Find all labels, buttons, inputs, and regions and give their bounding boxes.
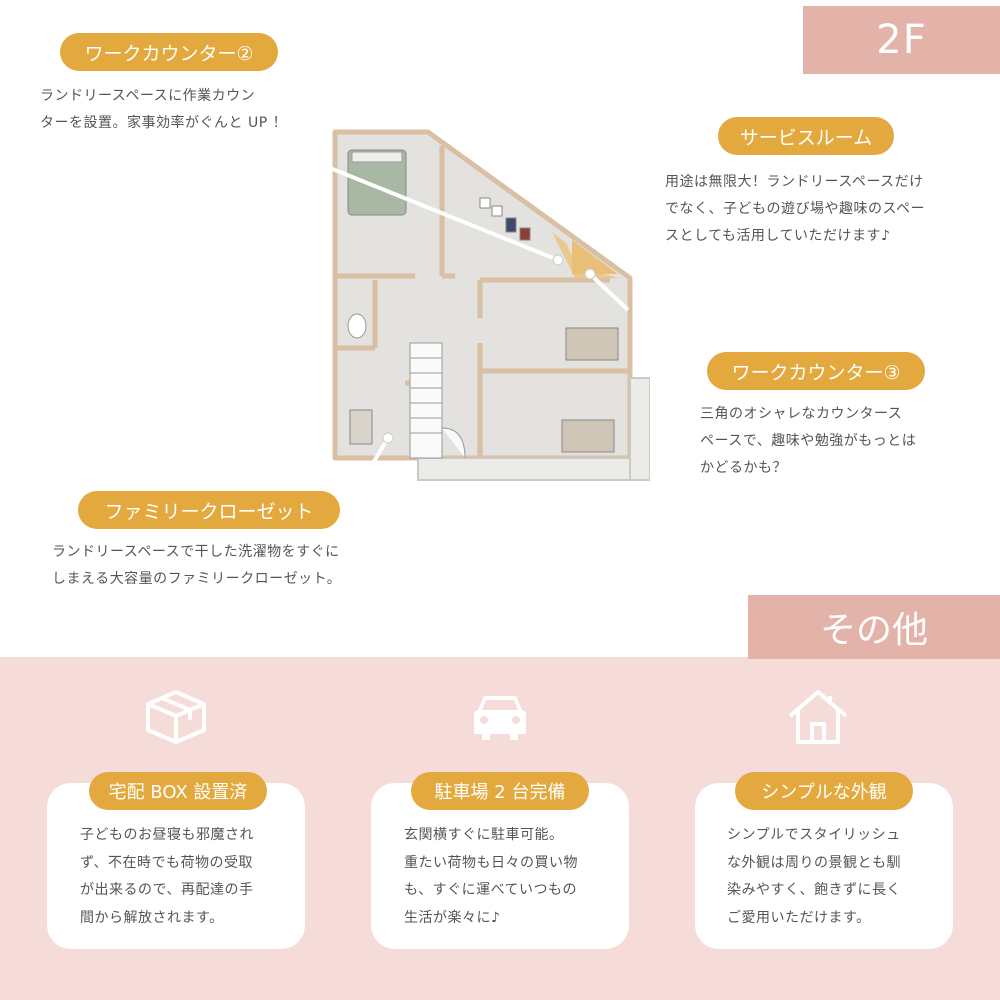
card-exterior [695,783,953,949]
service-room-title: サービスルーム [718,117,894,155]
description-line: 染みやすく、飽きずに長く [727,882,901,898]
exterior-description: シンプルでスタイリッシュ な外観は周りの景観とも馴 染みやすく、飽きずに長く ご… [727,822,901,932]
beds [347,149,619,453]
description-line: ご愛用いただけます。 [727,909,871,926]
description-line: 生活が楽々に♪ [404,909,501,926]
parking-description: 玄関横すぐに駐車可能。 重たい荷物も日々の買い物 も、すぐに運べていつもの 生活… [404,822,578,932]
work-counter-3 [572,240,618,274]
description-line: 三角のオシャレなカウンタース [700,406,903,422]
description-line: が出来るので、再配達の手 [80,882,254,898]
description-line: な外観は周りの景観とも馴 [727,854,901,871]
description-line: 玄関横すぐに駐車可能。 [404,827,564,843]
description-line: でなく、子どもの遊び場や趣味のスペー [665,201,926,217]
card-delivery-box [47,783,305,949]
description-line: 間から解放されます。 [80,909,224,926]
card-parking [371,783,629,949]
family-closet-title: ファミリークローゼット [78,491,340,529]
stairs [409,342,466,459]
car-icon [474,696,526,740]
description-line: シンプルでスタイリッシュ [727,827,901,843]
description-line: ランドリースペースで干した洗濯物をすぐに [52,544,340,560]
house-icon [788,690,848,744]
toilet [347,313,367,339]
work-counter-2-description: ランドリースペースに作業カウン ターを設置。家事効率がぐんと UP ！ [40,83,287,137]
floor-label: 2F [803,6,1000,74]
exterior-title: シンプルな外観 [735,772,913,810]
balcony-side [629,377,650,481]
work-counter-2-title: ワークカウンター② [60,33,278,71]
description-line: 子どものお昼寝も邪魔され [80,827,254,843]
description-line: スとしても活用していただけます♪ [665,228,891,244]
description-line: ペースで、趣味や勉強がもっとは [700,433,917,449]
box-icon [146,690,206,744]
parking-title: 駐車場 2 台完備 [411,772,589,810]
delivery-box-title: 宅配 BOX 設置済 [89,772,267,810]
description-line: 重たい荷物も日々の買い物 [404,854,578,871]
balcony [417,457,650,481]
delivery-box-description: 子どものお昼寝も邪魔され ず、不在時でも荷物の受取 が出来るので、再配達の手 間… [80,822,254,932]
laundry-items [349,197,531,445]
description-line: ターを設置。家事効率がぐんと UP ！ [40,115,288,131]
leader-lines [330,166,630,470]
service-room [552,232,620,278]
description-line: も、すぐに運べていつもの [404,882,578,898]
description-line: ランドリースペースに作業カウン [40,88,256,104]
description-line: しまえる大容量のファミリークローゼット。 [52,571,342,587]
description-line: かどるかも？ [700,460,787,476]
floor-plan [330,129,650,481]
description-line: 用途は無限大！ランドリースペースだけ [665,174,924,190]
service-room-description: 用途は無限大！ランドリースペースだけ でなく、子どもの遊び場や趣味のスペー スと… [665,169,925,250]
work-counter-3-description: 三角のオシャレなカウンタース ペースで、趣味や勉強がもっとは かどるかも？ [700,401,916,482]
work-counter-3-title: ワークカウンター③ [707,352,925,390]
description-line: ず、不在時でも荷物の受取 [80,854,254,871]
other-label: その他 [748,595,1000,659]
family-closet-description: ランドリースペースで干した洗濯物をすぐに しまえる大容量のファミリークローゼット… [52,539,341,593]
